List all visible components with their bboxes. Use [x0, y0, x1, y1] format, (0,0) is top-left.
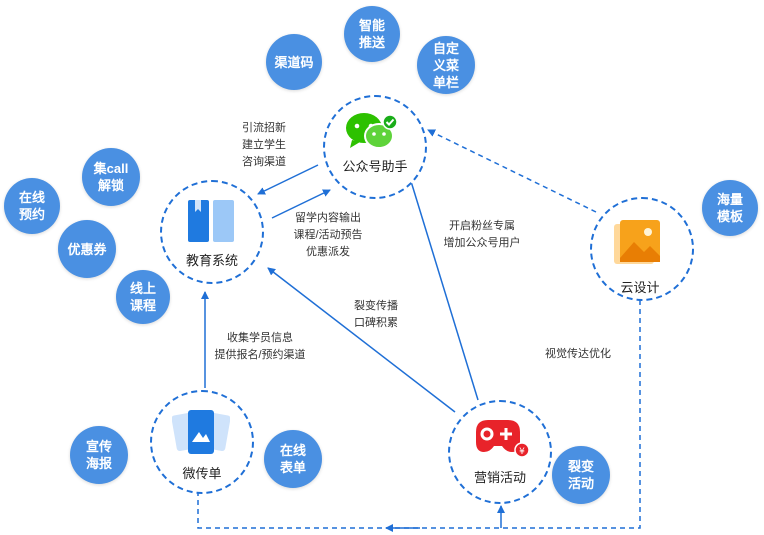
- svg-text:¥: ¥: [519, 447, 525, 457]
- node-marketing: [448, 400, 552, 504]
- book-icon: [188, 200, 234, 242]
- bubble-qudaoma: 渠道码: [266, 34, 322, 90]
- node-label-wechat: 公众号助手: [342, 159, 408, 174]
- edge-design-to-wechat: [427, 129, 597, 213]
- bubble-jicall: 集call 解锁: [82, 148, 140, 206]
- edge-label-flyer-to-edu: 收集学员信息 提供报名/预约渠道: [214, 332, 306, 361]
- flyer-icon: [172, 410, 230, 454]
- node-label-flyer: 微传单: [182, 466, 222, 481]
- edge-label-marketing-to-edu: 裂变传播 口碑积累: [354, 300, 398, 329]
- node-label-edu: 教育系统: [185, 253, 238, 268]
- node-design: [590, 197, 694, 301]
- image-icon: [614, 220, 660, 264]
- node-label-marketing: 营销活动: [473, 470, 526, 485]
- edge-label-wechat-to-edu: 引流招新 建立学生 咨询渠道: [242, 122, 286, 168]
- bubble-youhuiquan: 优惠券: [58, 220, 116, 278]
- bubble-liebian: 裂变 活动: [552, 446, 610, 504]
- bubble-zhineng: 智能 推送: [344, 6, 400, 62]
- edge-label-design-flow: 视觉传达优化: [545, 348, 611, 360]
- node-label-design: 云设计: [620, 280, 660, 295]
- edge-edu-to-wechat: [271, 189, 331, 219]
- bubble-xuanchuan: 宣传 海报: [70, 426, 128, 484]
- wechat-icon: [346, 113, 398, 149]
- edge-marketing-to-edu: [267, 267, 456, 413]
- bubble-xianshang: 线上 课程: [116, 270, 170, 324]
- edge-label-marketing-to-wechat: 开启粉丝专属 增加公众号用户: [443, 220, 521, 249]
- bubble-zaixian-biaodan: 在线 表单: [264, 430, 322, 488]
- edge-design-bottom-path: [197, 300, 641, 529]
- bubble-zaixian-yuyue: 在线 预约: [4, 178, 60, 234]
- gamepad-icon: ¥: [476, 420, 530, 458]
- edge-wechat-to-edu: [257, 164, 319, 195]
- node-edu: [160, 180, 264, 284]
- bubble-hailiang: 海量 模板: [702, 180, 758, 236]
- edge-marketing-to-wechat: [404, 164, 479, 401]
- edge-label-edu-to-wechat: 留学内容输出 课程/活动预告 优惠派发: [293, 212, 363, 258]
- bubble-zidingyi: 自定 义菜 单栏: [417, 36, 475, 94]
